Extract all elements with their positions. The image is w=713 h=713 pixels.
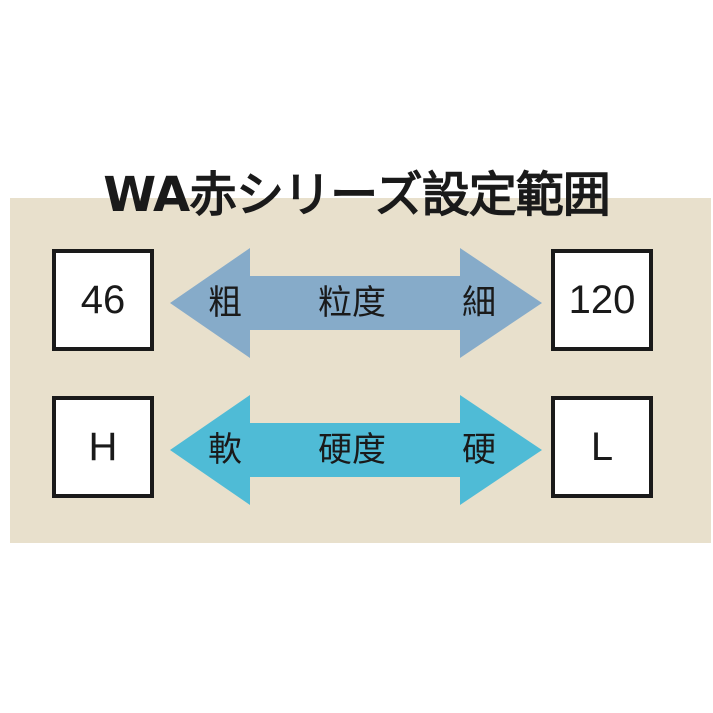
- hardness-label: 硬度: [318, 430, 386, 470]
- hardness-soft-label: 軟: [208, 430, 242, 470]
- hardness-soft-value-box: H: [52, 396, 154, 498]
- grain-double-arrow: [170, 248, 550, 358]
- grain-label: 粒度: [318, 283, 386, 323]
- grain-coarse-label: 粗: [208, 283, 242, 323]
- diagram-title: WA赤シリーズ設定範囲: [103, 167, 611, 223]
- grain-coarse-value-box: 46: [52, 249, 154, 351]
- double-arrow-icon: [170, 248, 542, 358]
- hardness-hard-label: 硬: [462, 430, 496, 470]
- grain-fine-value-box: 120: [551, 249, 653, 351]
- hardness-double-arrow: [170, 395, 550, 505]
- grain-fine-label: 細: [462, 283, 496, 323]
- hardness-hard-value-box: L: [551, 396, 653, 498]
- double-arrow-icon: [170, 395, 542, 505]
